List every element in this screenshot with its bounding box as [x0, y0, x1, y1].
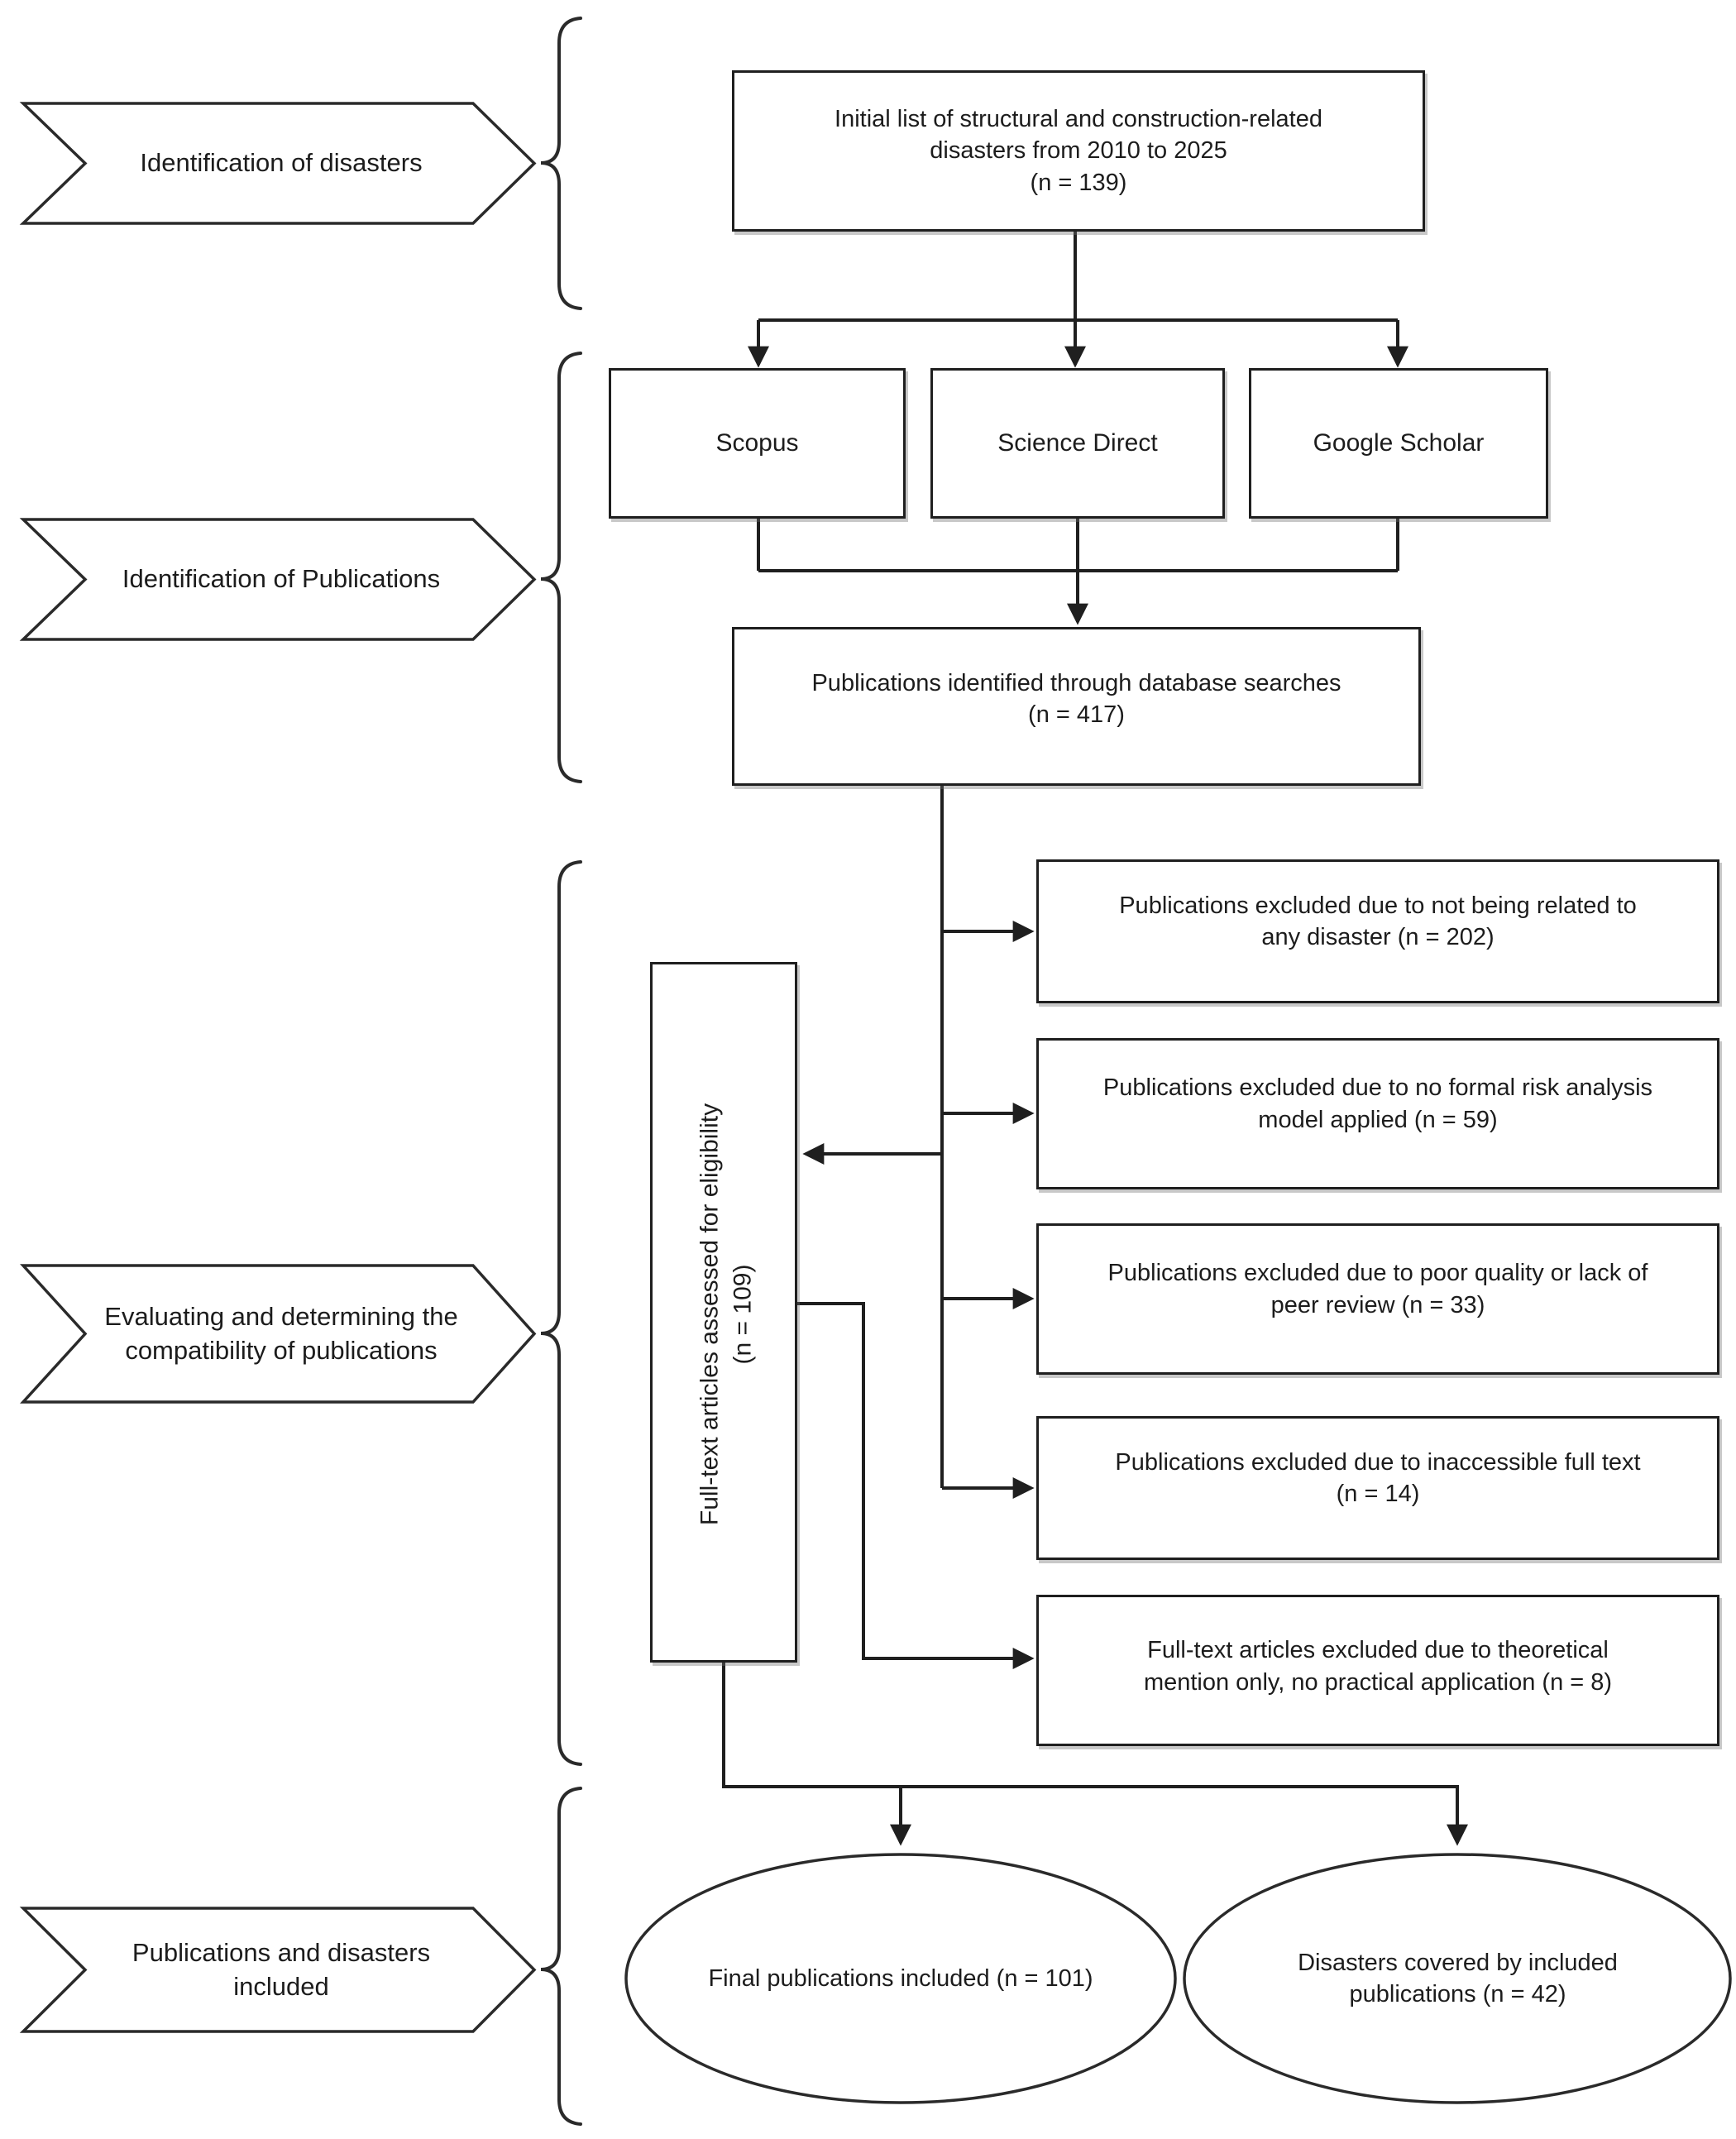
disasters-covered-line: publications (n = 42) [1349, 1981, 1566, 2007]
excluded-line: Publications excluded due to no formal r… [1102, 1074, 1653, 1102]
banner-shape-identification-publications [19, 518, 537, 641]
excluded-line: model applied (n = 59) [1258, 1106, 1498, 1133]
excluded-box-theoretical: Full-text articles excluded due to theor… [1036, 1595, 1719, 1746]
banner-shape-included [19, 1907, 537, 2033]
arrow-to-excluded-5 [797, 1302, 1035, 1669]
excluded-box-not-related: Publications excluded due to not being r… [1036, 859, 1719, 1003]
flow-connectors [722, 232, 1468, 1846]
banner-label-line: Publications and disasters [132, 1938, 431, 1968]
group-ellipses [624, 1853, 1732, 2104]
excluded-line: mention only, no practical application (… [1143, 1668, 1613, 1696]
brace-evaluating [540, 860, 582, 1766]
ellipse-disasters-covered [1183, 1853, 1732, 2104]
excluded-line: any disaster (n = 202) [1261, 924, 1494, 950]
brace-included [540, 1787, 582, 2126]
database-box-google-scholar: Google Scholar [1249, 368, 1548, 519]
banner-label-line: included [233, 1971, 329, 2001]
excluded-box-inaccessible: Publications excluded due to inaccessibl… [1036, 1416, 1719, 1560]
initial-list-line: Initial list of structural and construct… [835, 106, 1322, 133]
banner-label: Identification of disasters [140, 148, 423, 178]
group-banner-shapes [19, 102, 537, 2033]
disasters-covered-ellipse-label: Disasters covered by included publicatio… [1191, 1904, 1724, 2053]
banner-shape-identification-disasters [19, 102, 537, 225]
brace-identification-publications [540, 352, 582, 783]
database-box-scopus: Scopus [609, 368, 906, 519]
identified-box: Publications identified through database… [732, 627, 1421, 786]
eligibility-box: Full-text articles assessed for eligibil… [650, 962, 797, 1663]
disasters-covered-line: Disasters covered by included [1298, 1949, 1618, 1976]
banner-evaluating: Evaluating and determining the compatibi… [83, 1266, 480, 1402]
eligibility-count: (n = 109) [729, 1264, 757, 1365]
banner-label: Identification of Publications [122, 564, 441, 594]
excluded-line: Publications excluded due to not being r… [1119, 892, 1637, 919]
group-braces [540, 17, 582, 2126]
banner-identification-publications: Identification of Publications [83, 519, 480, 639]
arrow-to-disasters-ellipse [722, 1663, 1468, 1846]
database-label: Scopus [715, 429, 799, 457]
database-label: Science Direct [997, 429, 1158, 457]
banner-identification-disasters: Identification of disasters [83, 103, 480, 223]
banner-label-line: Evaluating and determining the [104, 1302, 458, 1332]
excluded-box-poor-quality: Publications excluded due to poor qualit… [1036, 1223, 1719, 1375]
excluded-line: (n = 14) [1336, 1481, 1420, 1507]
database-label: Google Scholar [1313, 429, 1485, 457]
database-box-science-direct: Science Direct [930, 368, 1225, 519]
final-publications-line: Final publications included (n = 101) [708, 1964, 1093, 1992]
brace-identification-disasters [540, 17, 582, 310]
final-publications-ellipse-label: Final publications included (n = 101) [641, 1904, 1160, 2053]
initial-list-line: disasters from 2010 to 2025 [930, 137, 1227, 165]
identified-line: Publications identified through database… [811, 669, 1341, 696]
eligibility-line: Full-text articles assessed for eligibil… [696, 1103, 723, 1526]
initial-list-count: (n = 139) [1030, 169, 1127, 196]
excluded-line: peer review (n = 33) [1270, 1291, 1485, 1318]
excluded-line: Full-text articles excluded due to theor… [1147, 1637, 1609, 1664]
excluded-line: Publications excluded due to poor qualit… [1107, 1260, 1648, 1287]
identified-count: (n = 417) [1028, 701, 1125, 728]
excluded-box-no-risk-model: Publications excluded due to no formal r… [1036, 1038, 1719, 1189]
eligibility-rotated-text: Full-text articles assessed for eligibil… [653, 964, 801, 1665]
ellipse-final-publications [624, 1853, 1177, 2104]
initial-list-box: Initial list of structural and construct… [732, 70, 1425, 232]
banner-shape-evaluating [20, 1264, 537, 1404]
banner-included: Publications and disasters included [83, 1908, 480, 2031]
excluded-line: Publications excluded due to inaccessibl… [1115, 1448, 1641, 1476]
banner-label-line: compatibility of publications [125, 1335, 438, 1365]
